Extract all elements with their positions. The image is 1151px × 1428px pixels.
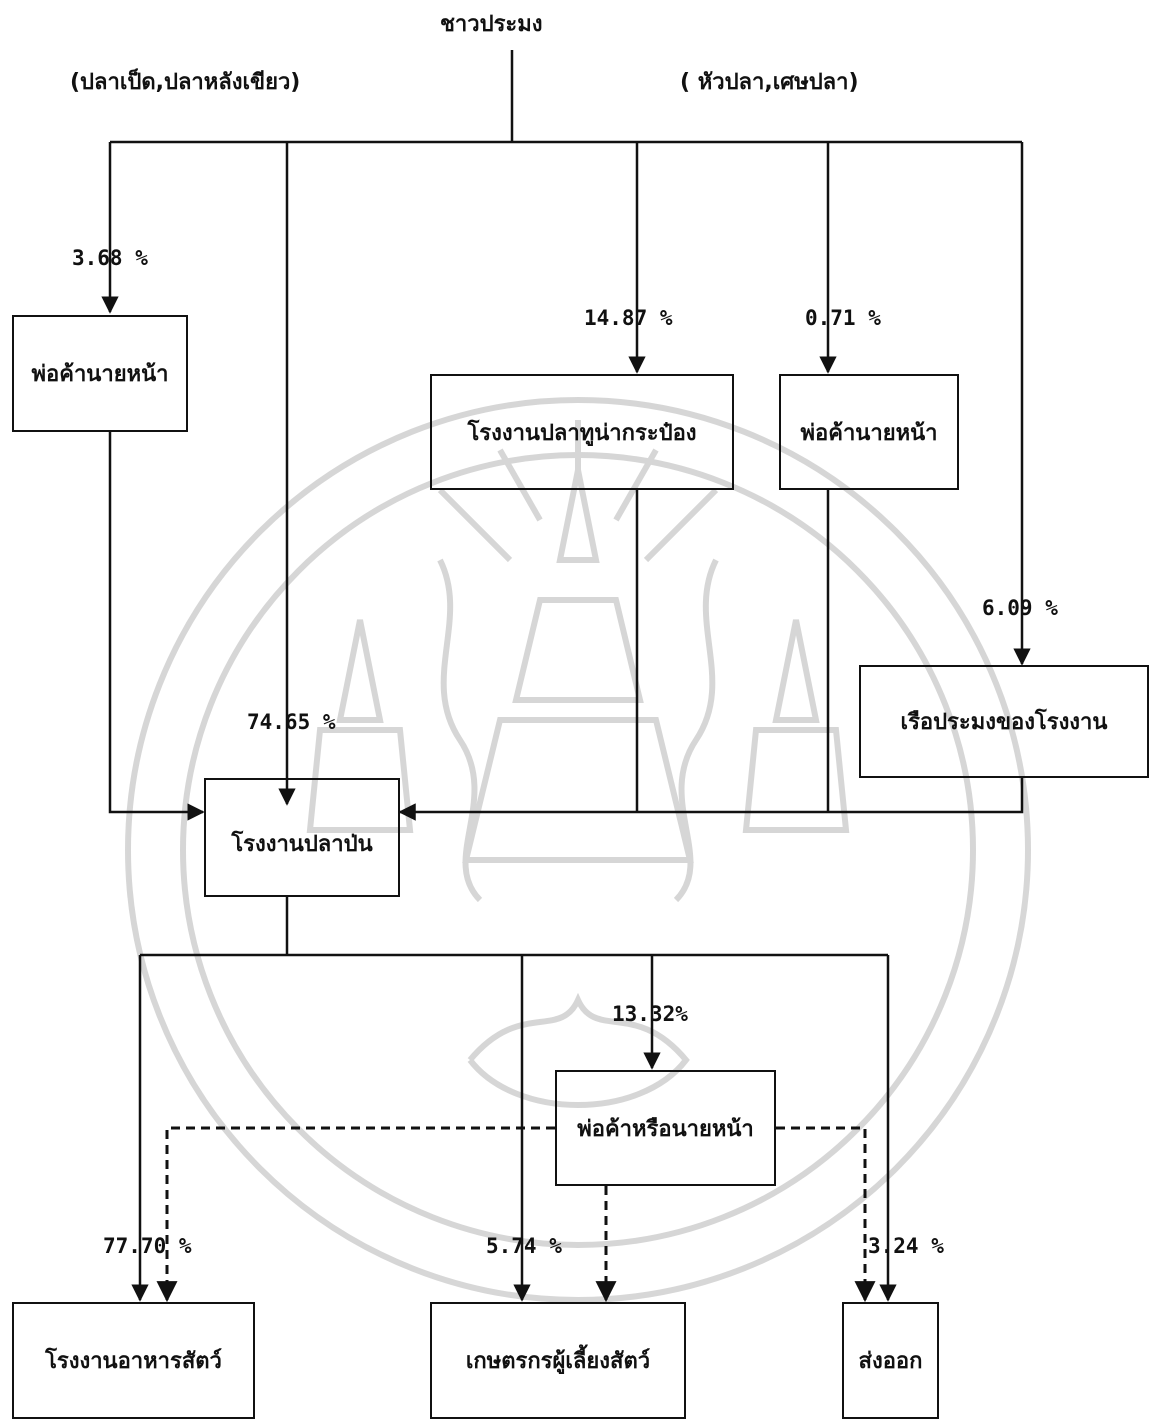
- pct-fishmeal-direct: 74.65 %: [247, 712, 336, 733]
- export-box: ส่งออก: [842, 1302, 939, 1419]
- feed-mill-box: โรงงานอาหารสัตว์: [12, 1302, 255, 1419]
- factory-boat-to-fishmeal: [400, 778, 1022, 812]
- broker-right-box: พ่อค้านายหน้า: [779, 374, 959, 490]
- group-left-label: (ปลาเป็ด,ปลาหลังเขียว): [70, 72, 300, 94]
- livestock-farmer-box: เกษตรกรผู้เลี้ยงสัตว์: [430, 1302, 686, 1419]
- pct-farmer: 5.74 %: [486, 1236, 562, 1257]
- group-right-label: ( หัวปลา,เศษปลา): [680, 72, 859, 94]
- pct-factory-boat: 6.09 %: [982, 598, 1058, 619]
- pct-feed-mill: 77.70 %: [103, 1236, 192, 1257]
- cannery-box: โรงงานปลาทูน่ากระป๋อง: [430, 374, 734, 490]
- factory-boat-box: เรือประมงของโรงงาน: [859, 665, 1149, 778]
- pct-export: 3.24 %: [868, 1236, 944, 1257]
- trader-to-export-dashed: [776, 1128, 865, 1300]
- pct-broker-right: 0.71 %: [805, 308, 881, 329]
- pct-trader: 13.32%: [612, 1004, 688, 1025]
- trader-to-feed-mill-dashed: [167, 1128, 555, 1300]
- trader-box: พ่อค้าหรือนายหน้า: [555, 1070, 776, 1186]
- broker-left-box: พ่อค้านายหน้า: [12, 315, 188, 432]
- pct-cannery: 14.87 %: [584, 308, 673, 329]
- source-label: ชาวประมง: [440, 14, 542, 36]
- pct-broker-left: 3.68 %: [72, 248, 148, 269]
- broker-left-to-fishmeal: [110, 432, 203, 812]
- fishmeal-plant-box: โรงงานปลาป่น: [204, 778, 400, 897]
